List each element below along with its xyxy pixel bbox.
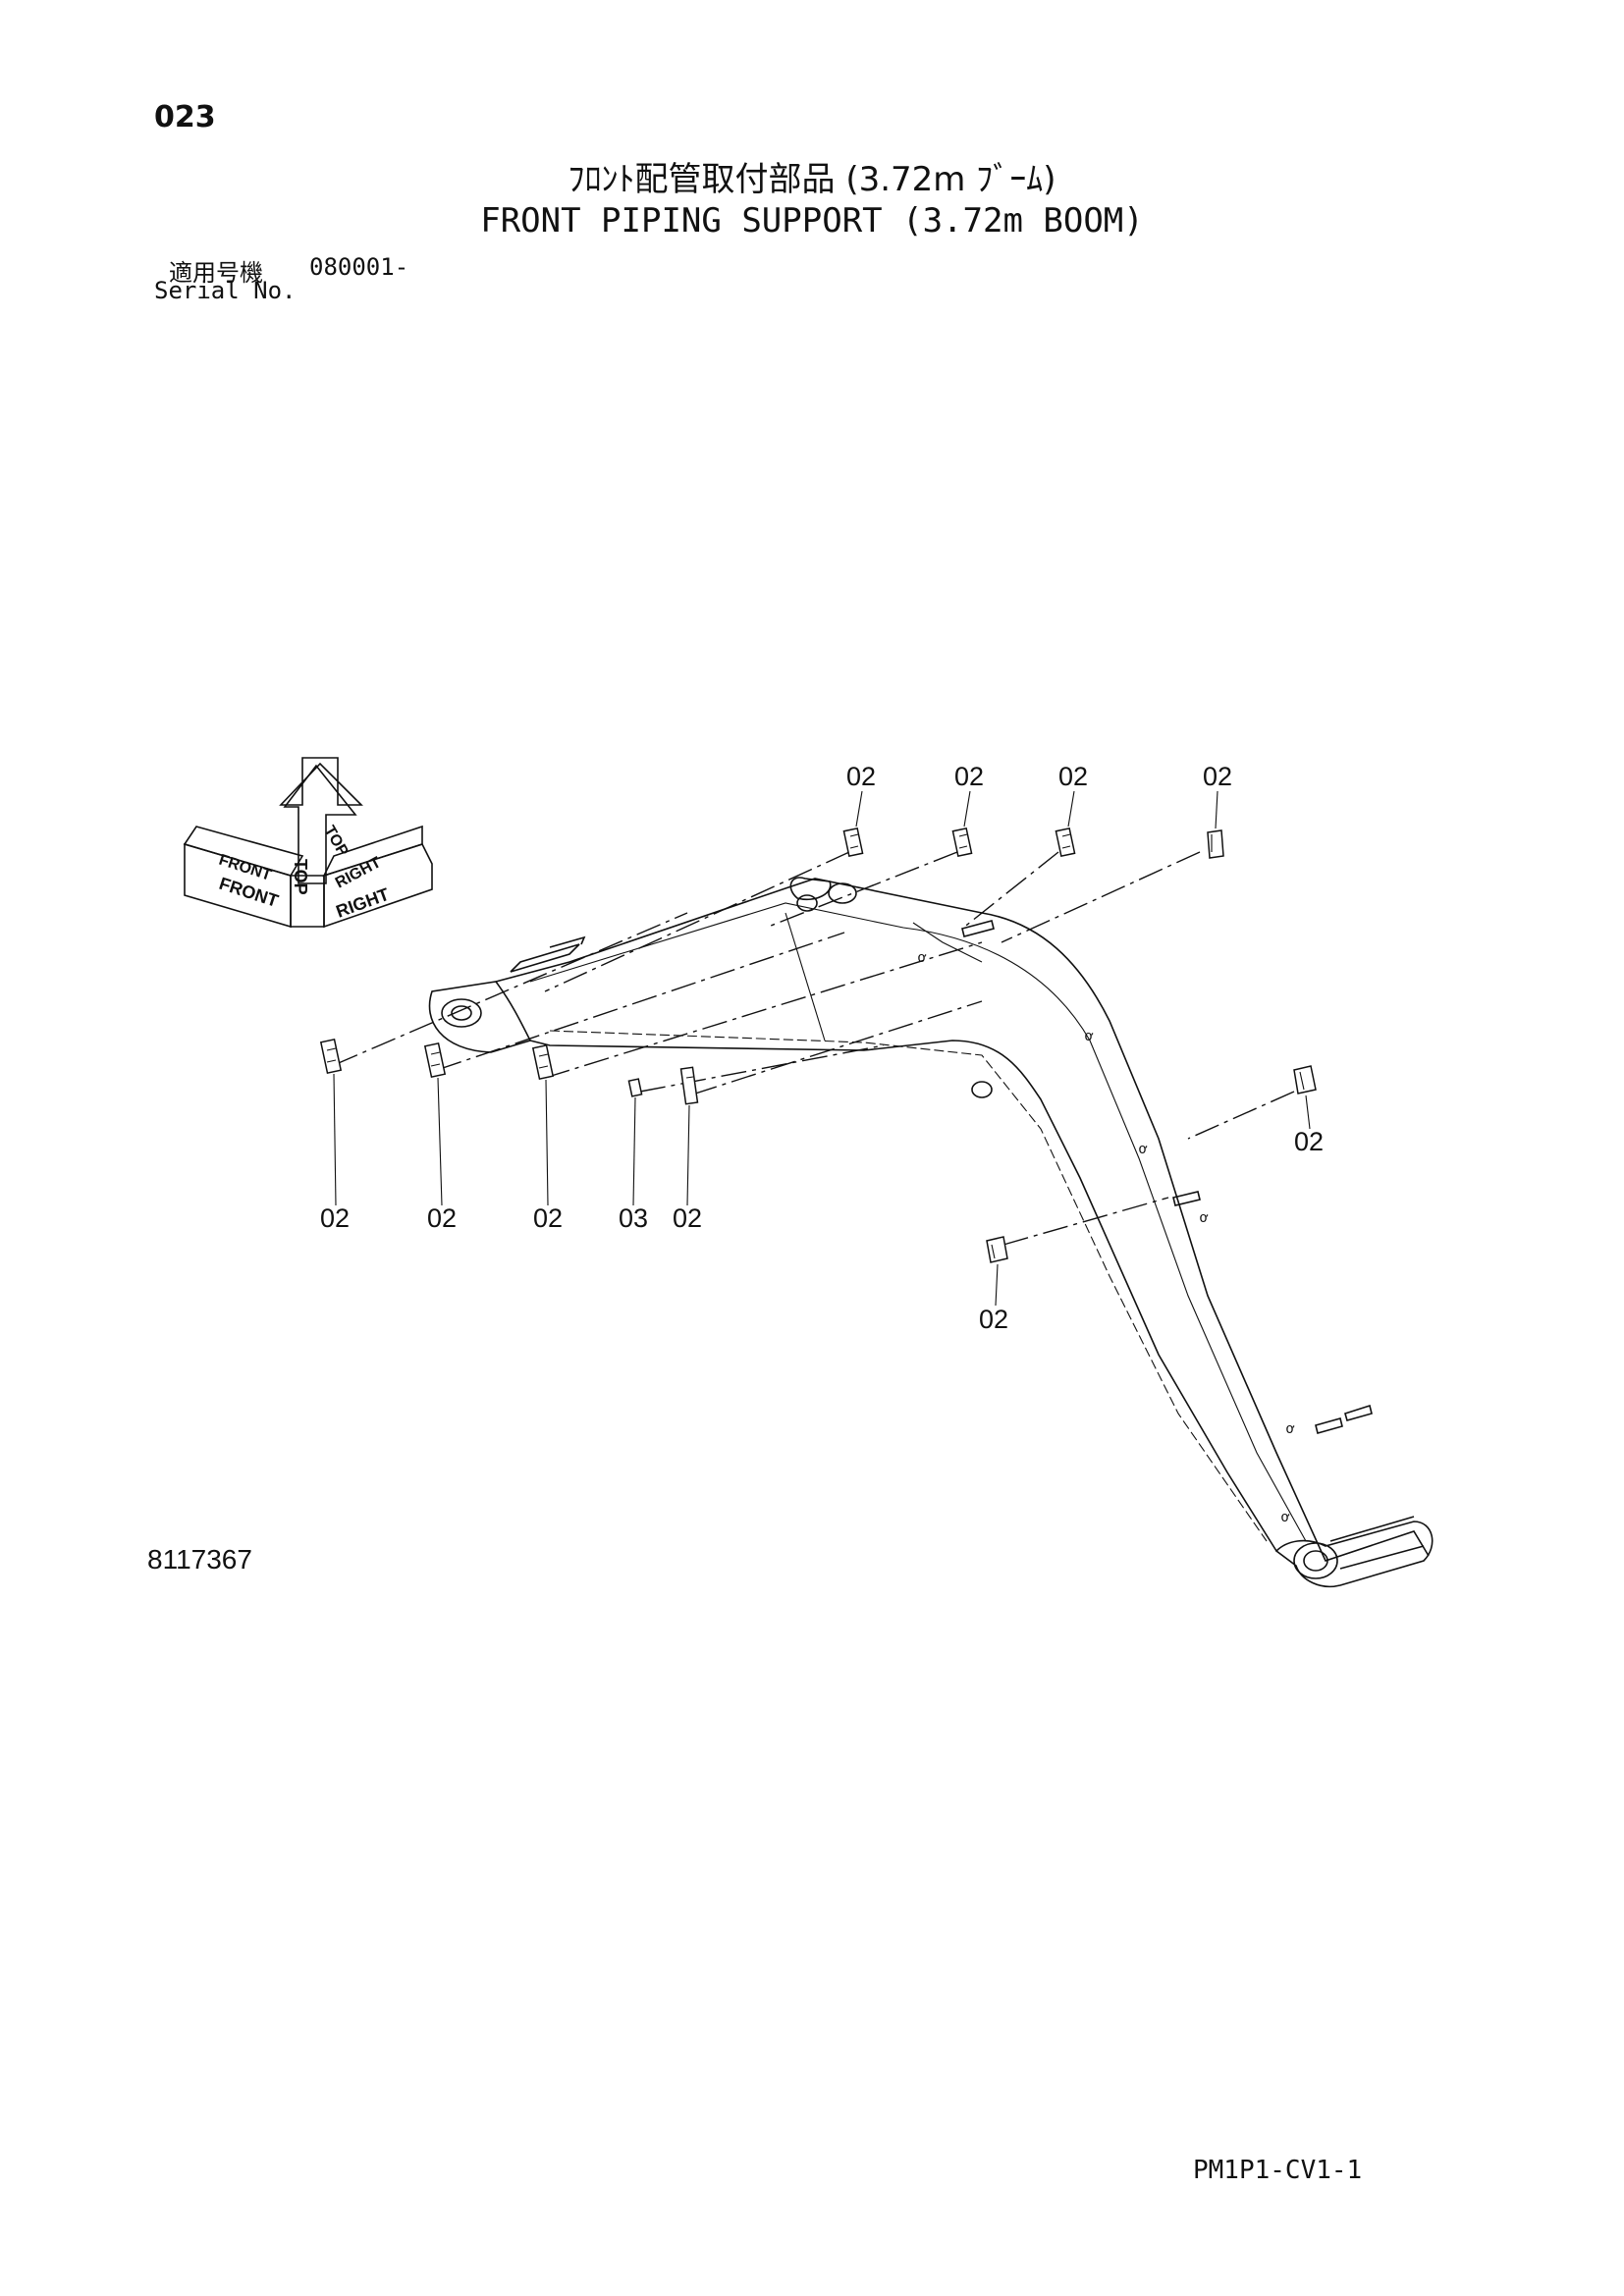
right-label-top-face: RIGHT: [333, 854, 384, 891]
sheet-code: PM1P1-CV1-1: [1193, 2156, 1363, 2185]
serial-label-japanese: 適用号機: [169, 259, 263, 287]
callout-top-3: 02: [1058, 762, 1088, 791]
clamp-right-1: [1293, 1065, 1317, 1095]
bolt-part-03: [627, 1078, 643, 1097]
callout-right-1: 02: [1294, 1127, 1324, 1156]
serial-number-value: 080001-: [309, 253, 409, 281]
clamp-bottom-1: [319, 1039, 343, 1074]
svg-text:ơ: ơ: [1200, 1210, 1209, 1226]
title-english: FRONT PIPING SUPPORT (3.72m BOOM): [480, 201, 1144, 240]
callout-right-2: 02: [979, 1305, 1008, 1334]
front-label: FRONT: [217, 874, 281, 911]
callout-bottom-4: 03: [619, 1203, 648, 1233]
svg-text:ơ: ơ: [1286, 1421, 1295, 1437]
callout-bottom-1: 02: [320, 1203, 350, 1233]
leader-lines: [333, 851, 1295, 1246]
clamp-top-3: [1055, 827, 1076, 858]
parts: [319, 827, 1317, 1263]
title-japanese: ﾌﾛﾝﾄ配管取付部品 (3.72m ﾌﾞｰﾑ): [568, 160, 1056, 199]
top-arrow-icon: [279, 757, 363, 806]
clamp-right-2: [986, 1236, 1008, 1263]
serial-label-english: Serial No.: [154, 277, 297, 304]
clamp-top-4: [1207, 829, 1224, 859]
clamp-bottom-3: [531, 1044, 555, 1080]
callout-top-4: 02: [1203, 762, 1232, 791]
top-label: TOP: [291, 859, 310, 895]
figure-number: 8117367: [147, 1544, 252, 1575]
boom-outline: ơ ơ ơ ơ ơ ơ: [428, 877, 1434, 1587]
svg-text:ơ: ơ: [1139, 1142, 1148, 1157]
orientation-indicator: FRONT FRONT TOP TOP RIGHT RIGHT: [183, 757, 433, 929]
callout-top-1: 02: [846, 762, 876, 791]
page-number: 023: [154, 100, 216, 134]
callout-leaders: [333, 790, 1311, 1307]
callout-bottom-3: 02: [533, 1203, 563, 1233]
svg-text:ơ: ơ: [1281, 1510, 1290, 1525]
clamp-bottom-2: [423, 1042, 447, 1078]
callout-labels: 02 02 02 02 02 02 02 02 02 03 02: [320, 762, 1324, 1334]
svg-text:ơ: ơ: [1085, 1029, 1094, 1044]
svg-text:ơ: ơ: [918, 950, 927, 966]
clamp-top-1: [842, 827, 864, 858]
callout-bottom-5: 02: [673, 1203, 702, 1233]
callout-bottom-2: 02: [427, 1203, 457, 1233]
clamp-top-2: [951, 827, 973, 858]
callout-top-2: 02: [954, 762, 984, 791]
clamp-bottom-5: [679, 1066, 699, 1105]
